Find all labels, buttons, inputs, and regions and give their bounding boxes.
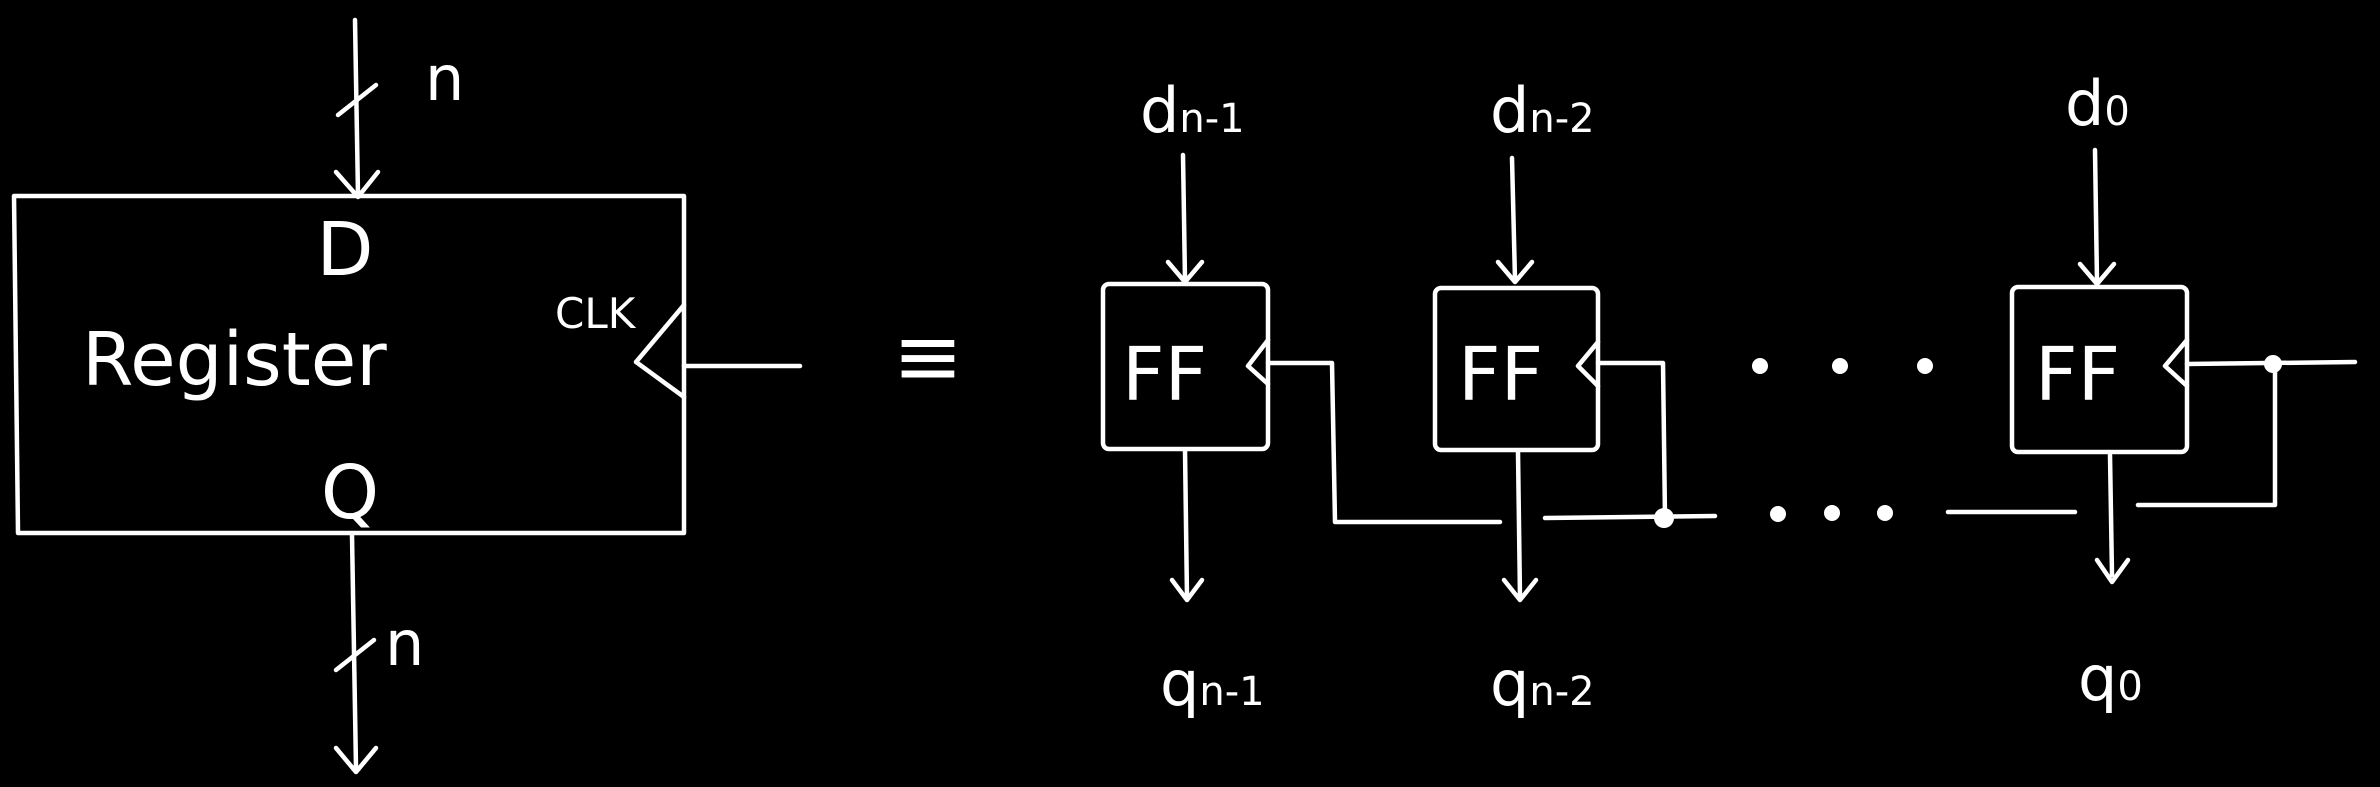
ellipsis-top-dot-2 — [1832, 358, 1848, 374]
register-clock-triangle — [633, 302, 687, 400]
ellipsis-bottom-dot-1 — [1770, 506, 1786, 522]
ff1-input-line — [1180, 152, 1188, 283]
flip-flop-2: dn-2 FF qn-2 — [1432, 74, 1601, 720]
ff1-input-label: dn-1 — [1140, 74, 1245, 147]
clock-junction-2 — [2264, 355, 2282, 373]
register-output-port-label: Q — [321, 450, 379, 536]
ff2-output-line — [1515, 449, 1523, 601]
input-bus-width-slash — [335, 82, 379, 118]
ff1-output-arrow — [1169, 577, 1205, 603]
ff3-clock-triangle — [2162, 337, 2190, 389]
ff1-clock-wire — [1265, 360, 1503, 525]
clock-bus-segment-3 — [2135, 362, 2278, 508]
ff3-box — [2009, 284, 2190, 455]
equivalence-sign: ≡ — [893, 307, 963, 405]
flip-flop-chain: dn-1 FF qn-1 dn-2 FF qn-2 d0 — [1100, 67, 2358, 720]
flip-flop-1: dn-1 FF qn-1 — [1100, 74, 1271, 720]
ff3-input-arrow — [2077, 261, 2117, 287]
ff1-clock-triangle — [1245, 337, 1271, 387]
ff3-output-line — [2107, 452, 2115, 578]
ff2-output-label: qn-2 — [1490, 647, 1595, 720]
output-bus-arrow — [333, 745, 379, 775]
ellipsis-top-dot-1 — [1752, 358, 1768, 374]
ff1-output-line — [1182, 447, 1190, 601]
register-title: Register — [82, 317, 387, 403]
ff3-input-line — [2092, 147, 2100, 285]
ellipsis-bottom — [1770, 505, 1893, 522]
ff2-label: FF — [1458, 332, 1543, 418]
ff2-clock-wire — [1595, 360, 1668, 521]
register-clock-label: CLK — [555, 289, 637, 338]
ellipsis-bottom-dot-2 — [1824, 505, 1840, 521]
output-bus-width-label: n — [385, 607, 424, 680]
output-bus-width-slash — [333, 637, 377, 673]
ff1-label: FF — [1122, 332, 1207, 418]
output-bus-line — [349, 532, 359, 771]
ff3-output-label: q0 — [2078, 642, 2143, 715]
ellipsis-top — [1752, 358, 1933, 374]
ff2-clock-triangle — [1575, 339, 1601, 389]
ff2-input-line — [1509, 155, 1518, 283]
register-input-port-label: D — [317, 207, 374, 293]
input-bus-width-label: n — [425, 42, 464, 115]
ff3-label: FF — [2035, 332, 2120, 418]
ff2-output-arrow — [1501, 577, 1539, 603]
ff3-output-arrow — [2094, 557, 2131, 585]
clock-bus-segment-1 — [1542, 513, 1718, 521]
ff2-input-arrow — [1495, 259, 1535, 285]
input-bus-line — [352, 17, 361, 198]
register-block: n D CLK Register Q n — [11, 17, 803, 775]
ff2-input-label: dn-2 — [1490, 74, 1595, 147]
ff2-box — [1432, 285, 1601, 453]
ellipsis-bottom-dot-3 — [1877, 505, 1893, 521]
ff3-input-label: d0 — [2065, 67, 2130, 140]
clock-wiring — [1265, 355, 2358, 528]
ff1-output-label: qn-1 — [1160, 647, 1265, 720]
flip-flop-3: d0 FF q0 — [2009, 67, 2190, 715]
ellipsis-top-dot-3 — [1917, 358, 1933, 374]
clock-junction-1 — [1654, 508, 1674, 528]
register-box — [11, 193, 687, 536]
